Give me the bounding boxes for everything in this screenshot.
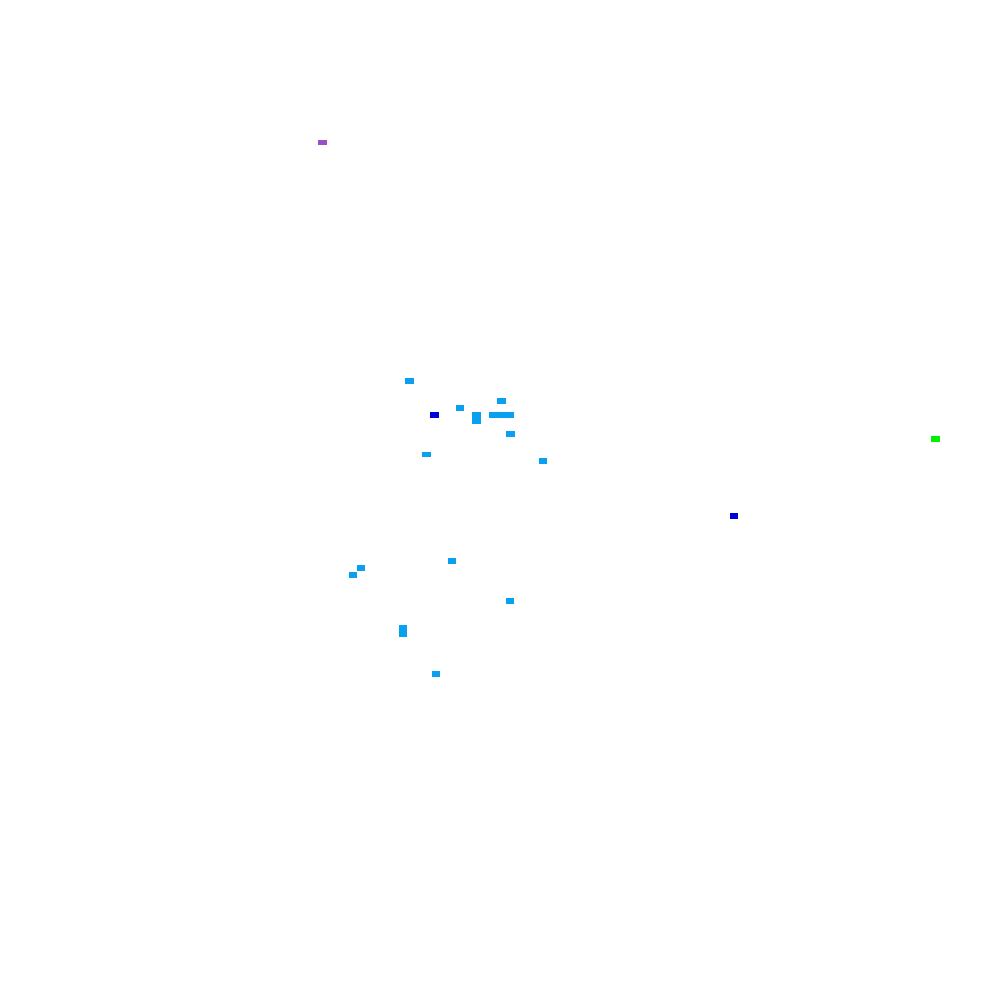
mark-cyan-7 (422, 452, 431, 457)
mark-cyan-8 (539, 458, 547, 464)
mark-cyan-13 (399, 625, 407, 631)
mark-blue-2 (730, 513, 738, 519)
mark-cyan-11 (349, 572, 357, 578)
mark-cyan-5 (489, 412, 514, 418)
mark-cyan-4 (472, 412, 481, 424)
mark-green (931, 436, 940, 442)
mark-cyan-15 (432, 671, 440, 677)
mark-cyan-12 (506, 598, 514, 604)
mark-cyan-10 (357, 565, 365, 571)
mark-cyan-9 (448, 558, 456, 564)
mark-blue-1 (430, 412, 439, 418)
mark-purple (318, 140, 327, 145)
mark-cyan-14 (399, 631, 407, 637)
mark-cyan-3 (456, 405, 464, 411)
mark-cyan-6 (506, 431, 515, 437)
mark-cyan-2 (497, 398, 506, 404)
mark-cyan-1 (405, 378, 414, 384)
